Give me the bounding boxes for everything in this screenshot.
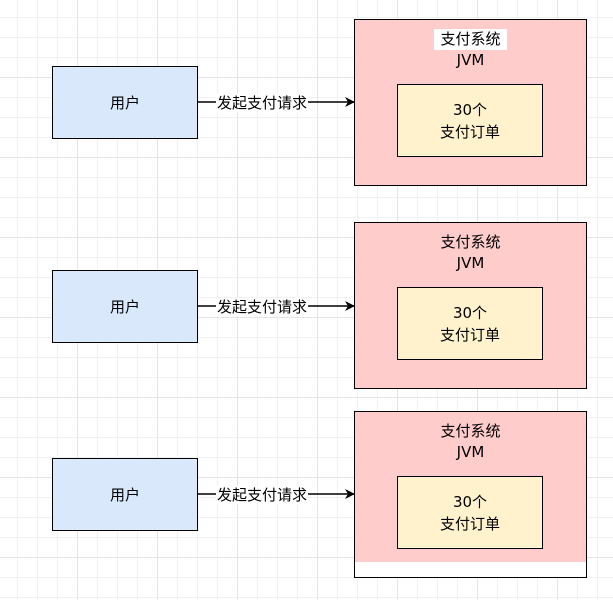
system-title-block: 支付系统 JVM [355,29,586,71]
order-label: 支付订单 [439,325,500,344]
user-label: 用户 [109,486,140,504]
user-label: 用户 [109,298,140,316]
order-node-2[interactable]: 30个 支付订单 [397,287,543,360]
request-label-2: 发起支付请求 [216,298,309,316]
system-title: 支付系统 [440,233,501,251]
request-label-3: 发起支付请求 [216,486,309,504]
order-label: 支付订单 [439,122,500,141]
order-label: 支付订单 [439,514,500,533]
user-node-2[interactable]: 用户 [52,270,198,343]
system-title: 支付系统 [440,422,501,440]
order-node-3[interactable]: 30个 支付订单 [397,476,543,549]
order-count: 30个 [452,492,488,511]
payment-system-node-2[interactable]: 支付系统 JVM 30个 支付订单 [354,222,587,389]
order-count: 30个 [452,100,488,119]
system-subtitle: JVM [456,51,485,69]
user-node-1[interactable]: 用户 [52,66,198,139]
system-title-block: 支付系统 JVM [355,421,586,463]
system-subtitle: JVM [456,443,485,461]
payment-system-node-1[interactable]: 支付系统 JVM 30个 支付订单 [354,19,587,186]
payment-system-node-3[interactable]: 支付系统 JVM 30个 支付订单 [354,411,587,578]
order-count: 30个 [452,303,488,322]
system-title-block: 支付系统 JVM [355,232,586,274]
system-subtitle: JVM [456,254,485,272]
order-node-1[interactable]: 30个 支付订单 [397,84,543,157]
request-label-1: 发起支付请求 [216,94,309,112]
user-node-3[interactable]: 用户 [52,458,198,531]
system-title: 支付系统 [434,29,507,50]
user-label: 用户 [109,94,140,112]
